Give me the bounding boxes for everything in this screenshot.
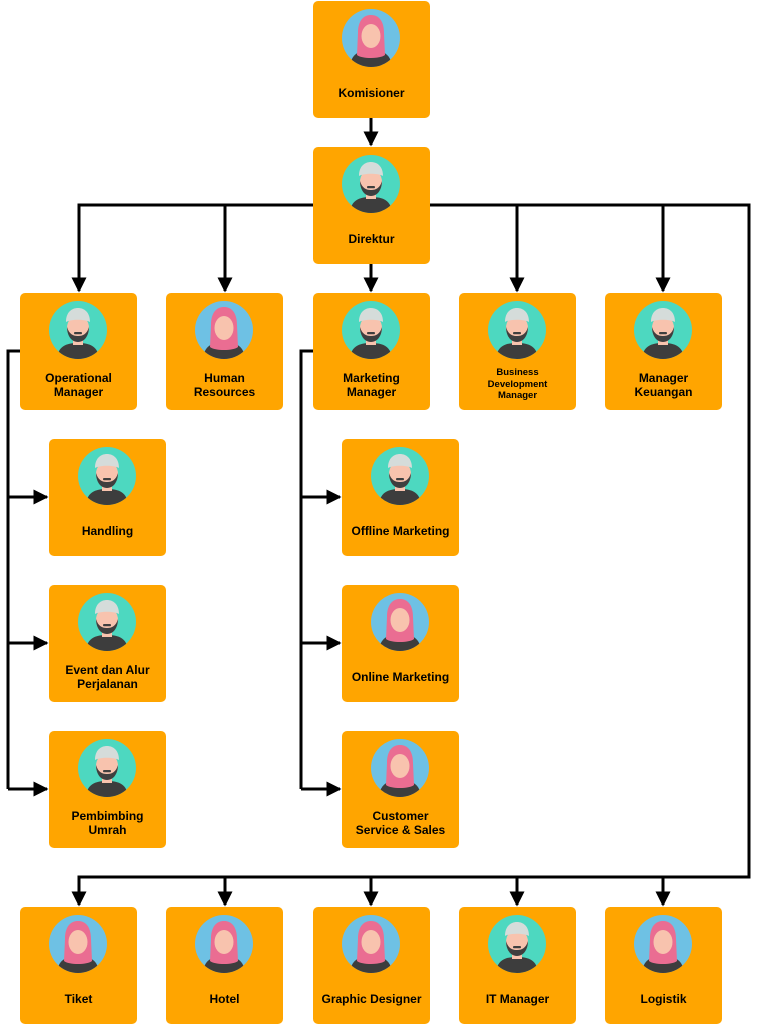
org-node-handling: Handling — [49, 439, 166, 556]
org-node-online-marketing: Online Marketing — [342, 585, 459, 702]
woman-hijab-icon — [49, 915, 107, 973]
woman-hijab-icon — [195, 301, 253, 359]
org-node-tiket: Tiket — [20, 907, 137, 1024]
connector-direktur-manager-keuangan — [517, 203, 671, 293]
man-cap-beard-icon — [371, 447, 429, 505]
man-cap-beard-icon — [342, 301, 400, 359]
org-node-label: Hotel — [209, 991, 240, 1006]
org-node-label: Logistik — [640, 991, 687, 1006]
org-node-label: IT Manager — [485, 991, 550, 1006]
connector-marketing-trunk — [299, 349, 313, 789]
man-cap-beard-icon — [78, 447, 136, 505]
woman-hijab-icon — [195, 915, 253, 973]
org-node-it-manager: IT Manager — [459, 907, 576, 1024]
man-cap-beard-icon — [488, 915, 546, 973]
connector-operational-trunk — [6, 349, 20, 789]
org-node-label: Graphic Designer — [321, 991, 422, 1006]
org-node-komisioner: Komisioner — [313, 1, 430, 118]
org-node-label: Handling — [81, 523, 134, 538]
woman-hijab-icon — [371, 593, 429, 651]
org-node-logistik: Logistik — [605, 907, 722, 1024]
org-node-offline-marketing: Offline Marketing — [342, 439, 459, 556]
woman-hijab-icon — [342, 9, 400, 67]
man-cap-beard-icon — [342, 155, 400, 213]
org-node-hotel: Hotel — [166, 907, 283, 1024]
man-cap-beard-icon — [634, 301, 692, 359]
connector-direktur-operational-manager — [71, 203, 313, 293]
org-node-label: Offline Marketing — [351, 523, 450, 538]
org-node-label: Direktur — [348, 231, 395, 246]
org-node-label: Online Marketing — [351, 669, 450, 684]
woman-hijab-icon — [371, 739, 429, 797]
connector-direktur-business-development — [430, 203, 525, 293]
man-cap-beard-icon — [78, 593, 136, 651]
connector-direktur-tiket — [71, 203, 751, 907]
man-cap-beard-icon — [78, 739, 136, 797]
org-node-direktur: Direktur — [313, 147, 430, 264]
org-node-graphic-designer: Graphic Designer — [313, 907, 430, 1024]
woman-hijab-icon — [342, 915, 400, 973]
woman-hijab-icon — [634, 915, 692, 973]
man-cap-beard-icon — [49, 301, 107, 359]
org-node-label: Tiket — [64, 991, 93, 1006]
man-cap-beard-icon — [488, 301, 546, 359]
org-node-label: Komisioner — [338, 85, 405, 100]
